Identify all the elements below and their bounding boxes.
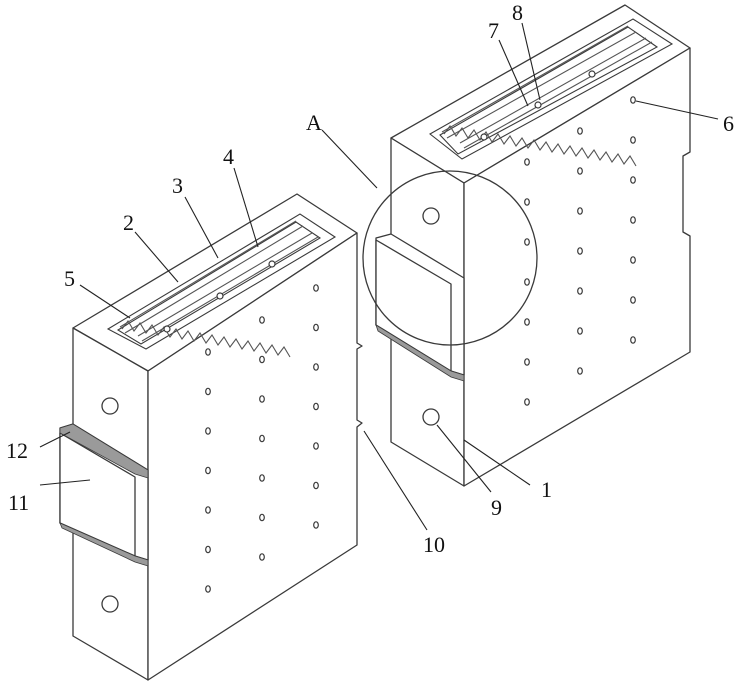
leader-8 bbox=[521, 22, 541, 101]
vent-hole bbox=[205, 506, 211, 514]
sealing-strip-12-bottom bbox=[59, 522, 149, 567]
vent-hole bbox=[259, 355, 265, 364]
left-slot-inner bbox=[116, 221, 322, 345]
left-rebar bbox=[119, 220, 319, 358]
vent-hole bbox=[524, 278, 530, 286]
vent-hole bbox=[630, 96, 636, 104]
leader-12 bbox=[39, 431, 71, 448]
vent-hole bbox=[259, 316, 265, 324]
vent-hole bbox=[259, 434, 265, 443]
vent-hole bbox=[524, 158, 530, 166]
label-2: 2 bbox=[123, 210, 134, 235]
label-9: 9 bbox=[491, 495, 502, 520]
label-3: 3 bbox=[172, 173, 183, 198]
vent-hole bbox=[313, 284, 319, 292]
vent-hole bbox=[577, 127, 583, 135]
sealing-strip-12-top bbox=[59, 423, 149, 479]
vent-hole bbox=[577, 327, 583, 335]
vent-hole bbox=[630, 176, 636, 184]
vent-hole bbox=[577, 207, 583, 215]
vent-hole bbox=[259, 553, 265, 561]
right-stud bbox=[534, 101, 542, 109]
vent-hole bbox=[259, 474, 265, 482]
vent-hole bbox=[577, 367, 583, 375]
vent-hole bbox=[205, 387, 211, 396]
vent-hole bbox=[313, 481, 319, 490]
vent-hole bbox=[313, 323, 319, 332]
vent-hole bbox=[630, 336, 636, 344]
vent-hole bbox=[313, 521, 319, 529]
left-stud bbox=[216, 292, 224, 300]
leader-9 bbox=[436, 424, 492, 493]
label-5: 5 bbox=[64, 266, 75, 291]
left-stud bbox=[268, 260, 276, 268]
vent-hole bbox=[524, 238, 530, 246]
right-block-side-face bbox=[463, 47, 691, 487]
vent-hole bbox=[259, 513, 265, 522]
vent-hole bbox=[205, 545, 211, 554]
vent-hole bbox=[524, 198, 530, 206]
leader-7 bbox=[498, 39, 529, 107]
label-8: 8 bbox=[512, 0, 523, 25]
right-slot-inner bbox=[439, 26, 659, 155]
vent-hole bbox=[205, 466, 211, 475]
vent-hole bbox=[577, 247, 583, 255]
vent-hole bbox=[630, 216, 636, 224]
label-10: 10 bbox=[423, 532, 445, 557]
right-sealing-strip bbox=[375, 324, 465, 382]
vent-hole bbox=[524, 358, 530, 366]
vent-hole bbox=[524, 318, 530, 326]
vent-hole bbox=[259, 395, 265, 403]
leader-10 bbox=[363, 430, 428, 531]
label-7: 7 bbox=[488, 18, 499, 43]
leader-a bbox=[321, 129, 378, 189]
label-1: 1 bbox=[541, 477, 552, 502]
right-block bbox=[375, 4, 691, 487]
lifting-hole-icon bbox=[101, 397, 119, 415]
vent-hole bbox=[630, 256, 636, 264]
labels: 1 2 3 4 5 6 7 8 9 10 11 12 A bbox=[6, 0, 734, 557]
vent-hole bbox=[313, 402, 319, 411]
leader-3 bbox=[184, 196, 219, 259]
vent-hole bbox=[205, 427, 211, 435]
vent-hole bbox=[524, 398, 530, 406]
left-stud bbox=[163, 325, 171, 333]
vent-hole bbox=[205, 348, 211, 356]
vent-hole bbox=[313, 442, 319, 450]
detail-circle-a bbox=[362, 170, 538, 346]
leader-11 bbox=[39, 479, 91, 486]
leader-6 bbox=[635, 100, 719, 120]
leader-1 bbox=[463, 439, 531, 486]
vent-hole bbox=[630, 136, 636, 144]
vent-hole bbox=[313, 363, 319, 371]
left-block bbox=[59, 193, 363, 681]
vent-hole bbox=[577, 167, 583, 175]
vent-hole bbox=[205, 585, 211, 593]
right-stud bbox=[588, 70, 596, 78]
label-4: 4 bbox=[223, 144, 234, 169]
left-block-side-face bbox=[147, 232, 363, 681]
leader-4 bbox=[233, 167, 259, 248]
leader-lines bbox=[39, 22, 719, 531]
lifting-hole-icon bbox=[101, 595, 119, 613]
right-stud bbox=[480, 133, 488, 141]
vent-hole bbox=[577, 287, 583, 295]
right-hole-grid bbox=[524, 96, 636, 406]
lifting-hole-icon bbox=[422, 207, 440, 225]
label-11: 11 bbox=[8, 490, 29, 515]
label-12: 12 bbox=[6, 438, 28, 463]
vent-hole bbox=[630, 296, 636, 304]
label-6: 6 bbox=[723, 111, 734, 136]
leader-5 bbox=[79, 284, 131, 319]
lifting-hole-icon bbox=[422, 408, 440, 426]
label-a: A bbox=[306, 110, 322, 135]
left-hole-grid bbox=[205, 284, 319, 593]
leader-2 bbox=[134, 231, 179, 283]
